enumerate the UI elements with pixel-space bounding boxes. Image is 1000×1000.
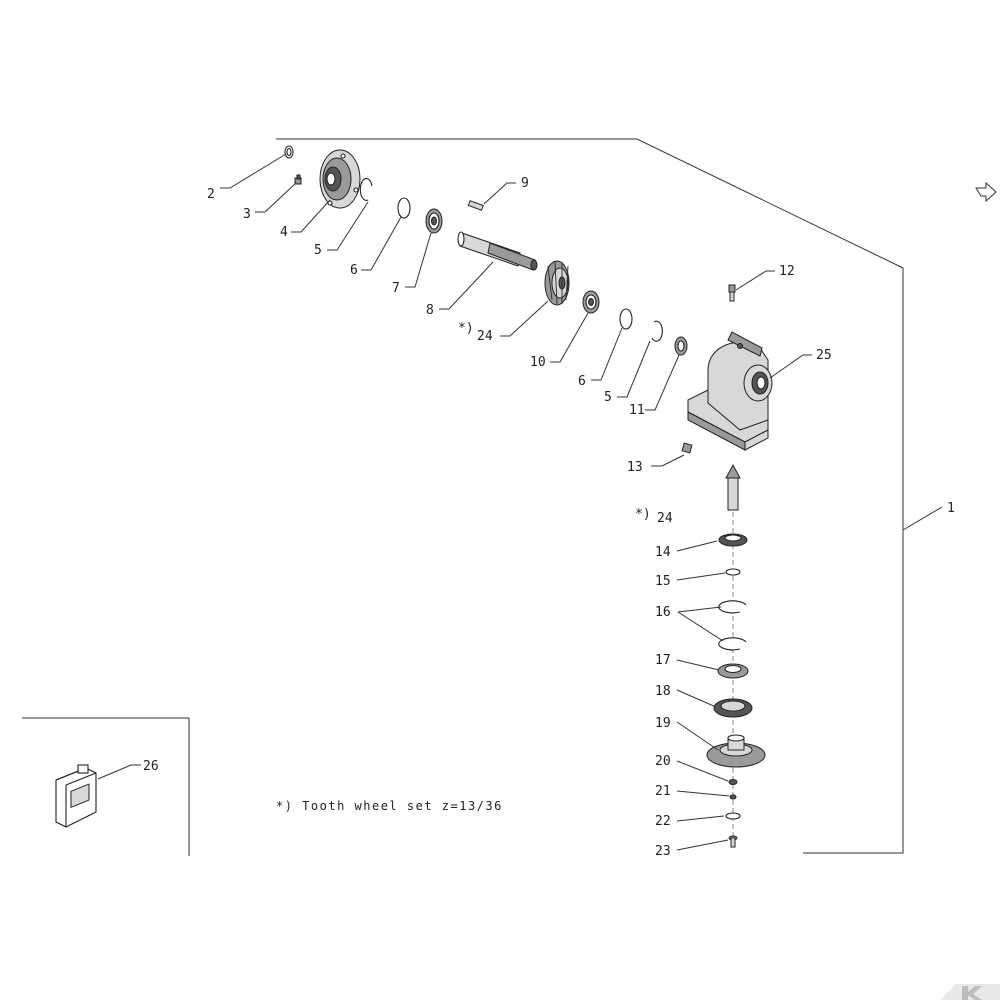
part-20-washer bbox=[728, 779, 738, 785]
callout-5-second: 5 bbox=[604, 390, 612, 405]
callout-23: 23 bbox=[655, 844, 671, 859]
part-13-drain-plug bbox=[681, 442, 693, 454]
footnote-tooth-wheel-set: *) Tooth wheel set z=13/36 bbox=[276, 799, 503, 813]
callout-24-second: 24 bbox=[657, 511, 673, 526]
callout-10: 10 bbox=[530, 355, 546, 370]
part-10-bearing bbox=[582, 290, 600, 314]
callout-19: 19 bbox=[655, 716, 671, 731]
part-6-shim-b bbox=[619, 308, 633, 330]
assembly-frame bbox=[276, 138, 904, 854]
callout-22: 22 bbox=[655, 814, 671, 829]
part-22-disc bbox=[725, 812, 741, 820]
callout-25: 25 bbox=[816, 348, 832, 363]
arrow-right-icon[interactable] bbox=[975, 181, 997, 203]
callout-7: 7 bbox=[392, 281, 400, 296]
part-9-key bbox=[467, 200, 484, 211]
part-5-circlip-a bbox=[359, 177, 373, 201]
callout-4: 4 bbox=[280, 225, 288, 240]
part-26-oil-can bbox=[55, 764, 97, 828]
callout-16: 16 bbox=[655, 605, 671, 620]
part-18-seal bbox=[713, 698, 753, 718]
callout-13: 13 bbox=[627, 460, 643, 475]
part-24-bevel-gear-large bbox=[544, 260, 570, 306]
callout-17: 17 bbox=[655, 653, 671, 668]
callout-21: 21 bbox=[655, 784, 671, 799]
leader-lines bbox=[97, 153, 812, 851]
part-6-shim-a bbox=[397, 197, 411, 219]
oil-inset-frame bbox=[22, 717, 190, 856]
part-23-bolt bbox=[728, 835, 738, 848]
k-logo-icon bbox=[940, 984, 1000, 1000]
part-24-pinion-gear bbox=[725, 463, 741, 511]
part-21-washer bbox=[729, 794, 737, 800]
part-7-bearing bbox=[425, 208, 443, 234]
callout-24-asterisk: *) bbox=[458, 321, 474, 336]
part-3-grease-nipple bbox=[294, 174, 302, 185]
part-8-shaft bbox=[457, 231, 538, 271]
callout-14: 14 bbox=[655, 545, 671, 560]
part-16-circlip-lower bbox=[718, 637, 747, 651]
part-17-bearing bbox=[717, 663, 749, 679]
callout-2: 2 bbox=[207, 187, 215, 202]
callout-18: 18 bbox=[655, 684, 671, 699]
callout-1: 1 bbox=[947, 501, 955, 516]
part-4-cover-flange bbox=[319, 149, 361, 209]
callout-6-second: 6 bbox=[578, 374, 586, 389]
part-11-seal bbox=[674, 336, 688, 356]
part-5-circlip-b bbox=[651, 320, 663, 342]
callout-8: 8 bbox=[426, 303, 434, 318]
callout-24: 24 bbox=[477, 329, 493, 344]
callout-12: 12 bbox=[779, 264, 795, 279]
assembly-frame-leader bbox=[902, 506, 943, 531]
callout-15: 15 bbox=[655, 574, 671, 589]
callout-26: 26 bbox=[143, 759, 159, 774]
callout-6: 6 bbox=[350, 263, 358, 278]
part-2-oring bbox=[284, 145, 294, 159]
callout-3: 3 bbox=[243, 207, 251, 222]
callout-24-asterisk-second: *) bbox=[635, 507, 651, 522]
callout-9: 9 bbox=[521, 176, 529, 191]
part-15-shim bbox=[725, 568, 741, 576]
callout-20: 20 bbox=[655, 754, 671, 769]
part-19-hub bbox=[706, 734, 766, 768]
part-16-circlip-upper bbox=[718, 600, 747, 614]
part-25-gearbox-housing bbox=[687, 331, 773, 451]
callout-labels: 1 2 3 4 5 6 7 8 9 *) 24 10 6 5 11 12 25 … bbox=[143, 176, 955, 859]
callout-5: 5 bbox=[314, 243, 322, 258]
part-14-bearing bbox=[718, 533, 748, 547]
callout-11: 11 bbox=[629, 403, 645, 418]
part-12-breather-screw bbox=[728, 284, 736, 302]
